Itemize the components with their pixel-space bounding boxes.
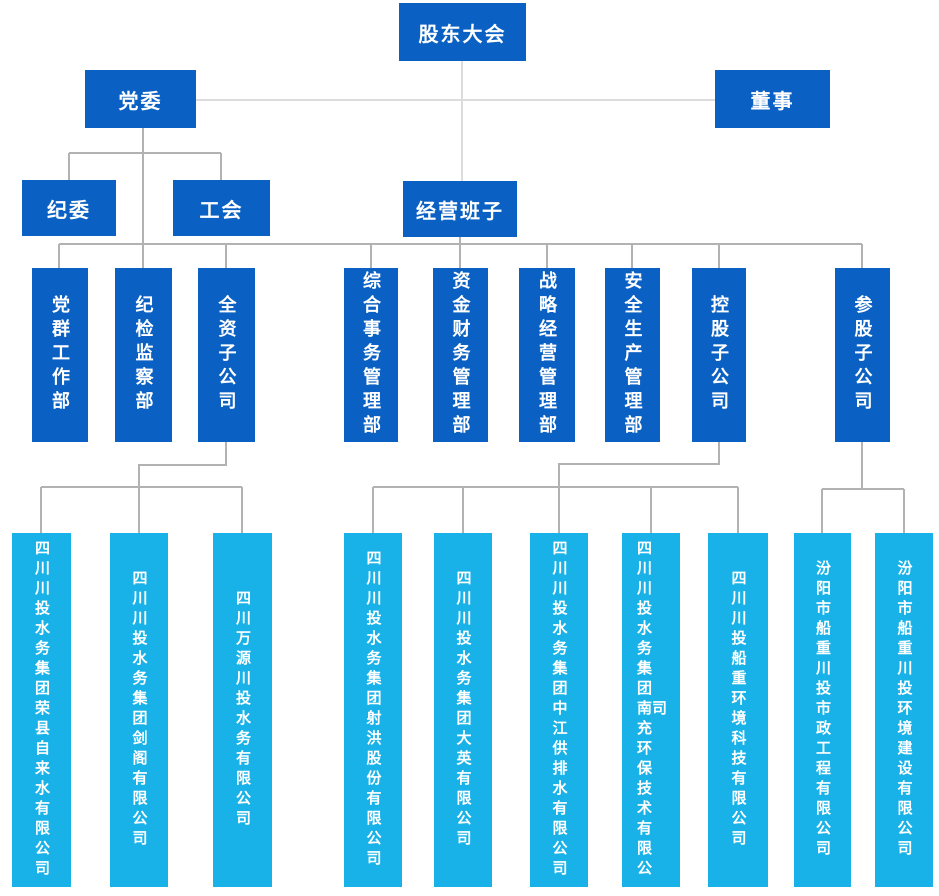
node-label: 工会 bbox=[199, 199, 244, 222]
node-directors: 董事 bbox=[715, 70, 830, 128]
node-company-rongxian-water: 四川川投水务集团荣县自来水有限公司 bbox=[12, 533, 71, 887]
node-label: 董事 bbox=[750, 90, 795, 113]
node-label: 综合事务管理部 bbox=[361, 271, 381, 439]
node-label: 控股子公司 bbox=[709, 295, 729, 415]
node-labor-union: 工会 bbox=[173, 180, 270, 236]
node-dept-wholly-owned-subsidiaries: 全资子公司 bbox=[198, 268, 255, 442]
node-company-fenyang-municipal: 汾阳市船重川投市政工程有限公司 bbox=[794, 533, 851, 887]
node-label: 四川川投水务集团大英有限公司 bbox=[454, 570, 472, 850]
node-party-committee: 党委 bbox=[85, 70, 196, 128]
node-company-wanyuan: 四川万源川投水务有限公司 bbox=[213, 533, 272, 887]
node-company-zhongjiang: 四川川投水务集团中江供排水有限公司 bbox=[530, 533, 588, 887]
node-label: 四川川投水务集团剑阁有限公司 bbox=[130, 570, 148, 850]
node-label: 全资子公司 bbox=[216, 295, 237, 415]
node-label: 四川川投水务集团南充环保技术有限公司 bbox=[635, 540, 667, 880]
node-dept-discipline-inspection: 纪检监察部 bbox=[115, 268, 172, 442]
node-label: 纪检监察部 bbox=[133, 295, 154, 415]
node-dept-general-affairs: 综合事务管理部 bbox=[344, 268, 398, 442]
node-company-shehong: 四川川投水务集团射洪股份有限公司 bbox=[344, 533, 402, 887]
node-company-fenyang-envconstruction: 汾阳市船重川投环境建设有限公司 bbox=[875, 533, 933, 887]
node-dept-safety-production: 安全生产管理部 bbox=[605, 268, 660, 442]
node-company-chuanchuan-envsci: 四川川投船重环境科技有限公司 bbox=[708, 533, 768, 887]
node-label: 四川川投船重环境科技有限公司 bbox=[729, 570, 747, 850]
node-company-jiange: 四川川投水务集团剑阁有限公司 bbox=[110, 533, 168, 887]
node-label: 汾阳市船重川投环境建设有限公司 bbox=[895, 560, 913, 860]
node-shareholders-meeting: 股东大会 bbox=[399, 3, 526, 61]
node-label: 资金财务管理部 bbox=[450, 271, 471, 439]
node-label: 汾阳市船重川投市政工程有限公司 bbox=[814, 560, 831, 860]
node-label: 经营班子 bbox=[416, 200, 504, 223]
node-label: 四川川投水务集团射洪股份有限公司 bbox=[364, 550, 382, 870]
node-dept-funds-finance: 资金财务管理部 bbox=[433, 268, 488, 442]
node-discipline-committee: 纪委 bbox=[22, 180, 116, 236]
node-label: 四川川投水务集团荣县自来水有限公司 bbox=[33, 540, 50, 880]
node-label: 战略经营管理部 bbox=[537, 271, 557, 439]
node-dept-minority-stake-subsidiaries: 参股子公司 bbox=[835, 268, 890, 442]
node-label: 四川川投水务集团中江供排水有限公司 bbox=[550, 540, 568, 880]
node-label: 参股子公司 bbox=[852, 295, 873, 415]
node-label: 党委 bbox=[118, 90, 163, 113]
node-company-daying: 四川川投水务集团大英有限公司 bbox=[434, 533, 492, 887]
node-label: 股东大会 bbox=[418, 23, 507, 46]
node-company-nanchong-envtech: 四川川投水务集团南充环保技术有限公司 bbox=[622, 533, 680, 887]
node-management-team: 经营班子 bbox=[403, 181, 517, 237]
node-label: 党群工作部 bbox=[50, 295, 70, 415]
node-label: 四川万源川投水务有限公司 bbox=[234, 590, 251, 830]
node-dept-strategic-operations: 战略经营管理部 bbox=[519, 268, 575, 442]
node-dept-holding-subsidiaries: 控股子公司 bbox=[692, 268, 746, 442]
node-label: 安全生产管理部 bbox=[622, 271, 643, 439]
node-label: 纪委 bbox=[47, 199, 91, 222]
node-dept-party-masses-work: 党群工作部 bbox=[32, 268, 88, 442]
